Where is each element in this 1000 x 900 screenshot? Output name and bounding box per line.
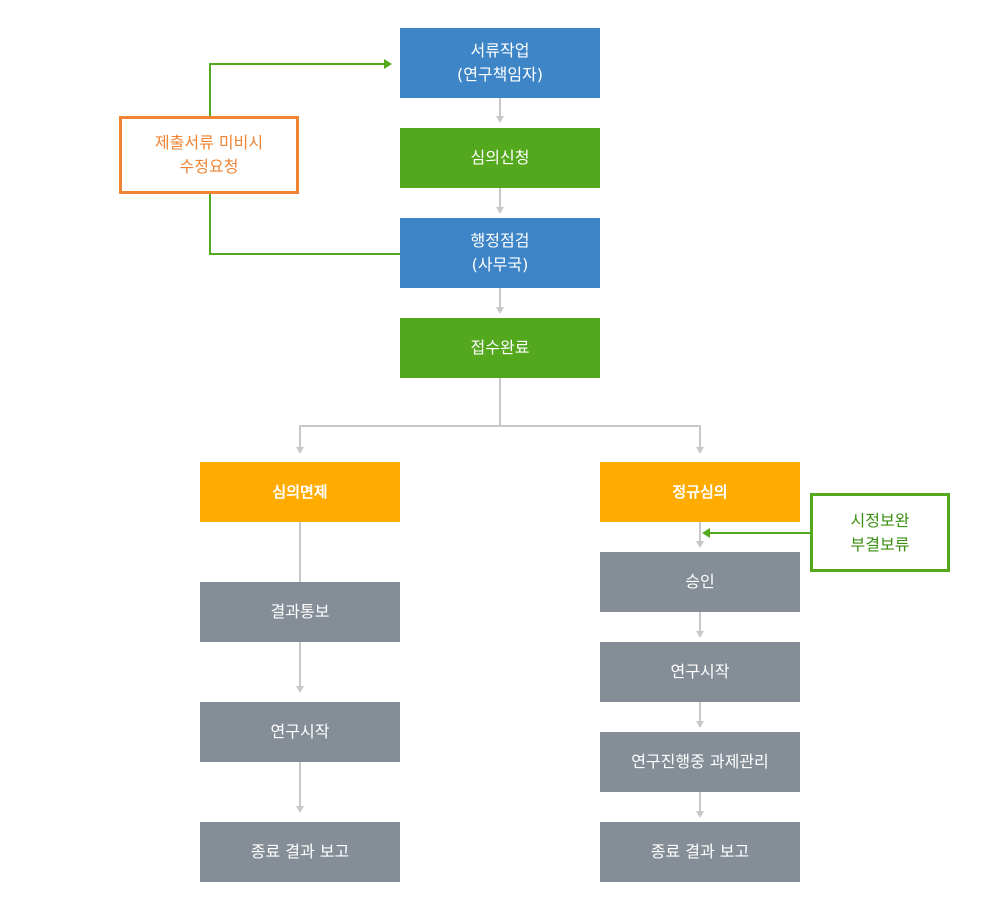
exempt-step-research-start: 연구시작 [200, 702, 400, 762]
review-request-label: 심의신청 [470, 148, 530, 167]
branch-line-regular [500, 425, 701, 448]
feedback-line-to-doc [209, 63, 384, 118]
exempt-step-result-notice: 결과통보 [200, 582, 400, 642]
regular-step-label: 승인 [685, 572, 715, 591]
exempt-review-label: 심의면제 [272, 483, 328, 501]
supplement-line2: 부결보류 [850, 534, 910, 554]
regular-step-final-report: 종료 결과 보고 [600, 822, 800, 882]
feedback-line-from-check [209, 194, 400, 255]
exempt-review-box: 심의면제 [200, 462, 400, 522]
branch-line-exempt [299, 378, 501, 448]
supplement-line1: 시정보완 [850, 510, 910, 530]
supplement-note: 시정보완 부결보류 [810, 493, 950, 572]
regular-step-label: 종료 결과 보고 [650, 842, 750, 861]
regular-review-box: 정규심의 [600, 462, 800, 522]
exempt-step-label: 종료 결과 보고 [250, 842, 350, 861]
regular-step-label: 연구진행중 과제관리 [631, 752, 769, 771]
regular-step-approval: 승인 [600, 552, 800, 612]
revision-request-line2: 수정요청 [179, 157, 239, 176]
admin-check-title: 행정점검 [470, 231, 530, 250]
regular-review-label: 정규심의 [672, 483, 728, 501]
document-prep-role: (연구책임자) [456, 65, 544, 84]
admin-check-box: 행정점검 (사무국) [400, 218, 600, 288]
document-prep-title: 서류작업 [470, 41, 530, 60]
document-prep-box: 서류작업 (연구책임자) [400, 28, 600, 98]
revision-request-line1: 제출서류 미비시 [154, 133, 264, 152]
regular-step-project-management: 연구진행중 과제관리 [600, 732, 800, 792]
review-request-box: 심의신청 [400, 128, 600, 188]
regular-step-label: 연구시작 [670, 662, 730, 681]
admin-check-role: (사무국) [471, 255, 529, 274]
exempt-step-label: 결과통보 [270, 602, 330, 621]
exempt-step-label: 연구시작 [270, 722, 330, 741]
receipt-complete-box: 접수완료 [400, 318, 600, 378]
receipt-complete-label: 접수완료 [470, 338, 530, 357]
revision-request-note: 제출서류 미비시 수정요청 [119, 116, 299, 194]
exempt-step-final-report: 종료 결과 보고 [200, 822, 400, 882]
regular-step-research-start: 연구시작 [600, 642, 800, 702]
